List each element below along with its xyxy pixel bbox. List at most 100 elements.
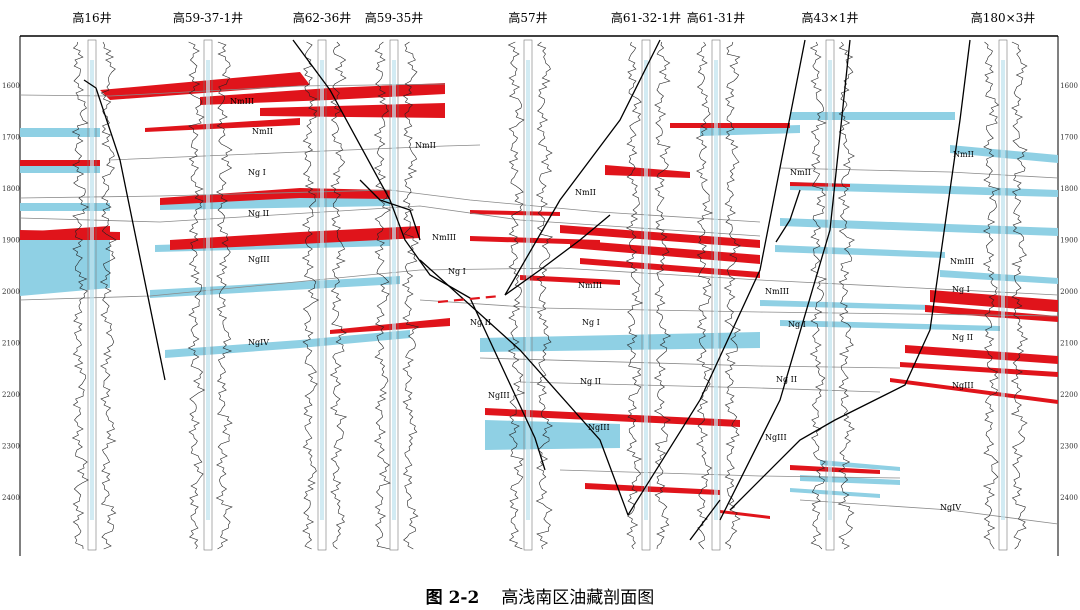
- zone-label: NgIV: [940, 503, 961, 512]
- fault-line: [292, 39, 546, 471]
- water-layer: [780, 320, 1000, 331]
- zone-label: Ng II: [952, 333, 973, 342]
- oil-layers: [20, 72, 1058, 519]
- water-layer: [820, 460, 900, 471]
- depth-tick-label: 2100: [2, 340, 20, 348]
- oil-layer: [20, 226, 110, 240]
- figure-title: 高浅南区油藏剖面图: [501, 588, 655, 608]
- water-layer: [165, 330, 410, 358]
- water-layer: [790, 182, 1058, 197]
- zone-label: NmIII: [432, 233, 456, 242]
- oil-layer: [160, 188, 390, 205]
- correlation-line: [519, 381, 881, 393]
- oil-layer: [260, 103, 445, 118]
- well-log-column: [373, 39, 420, 551]
- fault-line: [504, 39, 661, 296]
- water-layer: [480, 332, 760, 352]
- depth-tick-label: 1800: [1060, 185, 1078, 193]
- water-layer: [790, 112, 955, 120]
- log-curve: [373, 41, 391, 550]
- well-name: 高57井: [508, 11, 548, 25]
- well-name: 高16井: [72, 11, 112, 25]
- well-name: 高61-32-1井: [610, 11, 682, 25]
- interpretation-strip: [828, 60, 832, 520]
- zone-label: Ng I: [248, 168, 266, 177]
- well-bore: [825, 39, 835, 551]
- depth-tick-label: 1900: [2, 237, 20, 245]
- zone-label: NgIII: [588, 423, 610, 432]
- zone-label: Ng II: [470, 318, 491, 327]
- oil-layer: [100, 72, 310, 100]
- well-log-column: [187, 39, 233, 551]
- oil-layer: [560, 225, 760, 248]
- fault-line: [729, 39, 971, 511]
- log-curve: [401, 41, 420, 550]
- well-name: 高180×3井: [970, 11, 1036, 25]
- oil-layer: [570, 240, 760, 264]
- well-bore: [317, 39, 327, 551]
- interpretation-strip: [526, 60, 530, 520]
- log-curve: [982, 41, 1001, 550]
- depth-tick-label: 2300: [1060, 443, 1078, 451]
- depth-tick-label: 2000: [1060, 288, 1078, 296]
- zone-label: NmII: [415, 141, 436, 150]
- zone-label: NmIII: [765, 287, 789, 296]
- log-curve: [535, 41, 554, 550]
- interpretation-strip: [714, 60, 718, 520]
- fault-line: [419, 259, 629, 516]
- water-layer: [800, 475, 900, 485]
- oil-layer: [925, 305, 1058, 322]
- zone-label: NmII: [575, 188, 596, 197]
- well-name: 高59-35井: [364, 11, 424, 25]
- zone-label: NmIII: [230, 97, 254, 106]
- oil-layer: [670, 123, 790, 128]
- log-curve: [301, 41, 320, 550]
- log-curve: [507, 41, 526, 550]
- well-log-column: [695, 39, 741, 551]
- oil-layer: [930, 290, 1058, 312]
- fault-line: [83, 79, 166, 381]
- correlation-line: [19, 205, 761, 237]
- well-log-column: [982, 39, 1029, 551]
- log-curve: [187, 41, 206, 550]
- log-curve: [695, 41, 714, 550]
- well-bore: [389, 39, 399, 551]
- interpretation-strip: [644, 60, 648, 520]
- zone-label: Ng II: [580, 377, 601, 386]
- fault-line: [775, 189, 801, 243]
- correlation-lines: [19, 83, 1059, 525]
- well-name: 高62-36井: [292, 11, 352, 25]
- oil-layer: [520, 275, 620, 285]
- well-bore: [523, 39, 533, 551]
- log-curve: [809, 41, 828, 550]
- depth-tick-label: 1600: [2, 82, 20, 90]
- zone-label: NgIV: [248, 338, 269, 347]
- zone-label: NmII: [953, 150, 974, 159]
- oil-layer: [485, 408, 740, 427]
- zone-label: NmII: [252, 127, 273, 136]
- water-layer: [20, 165, 100, 173]
- oil-layer: [585, 483, 720, 495]
- oil-layer: [905, 345, 1058, 364]
- reservoir-cross-section: NmIII NmII NmII Ng I Ng II NgIII NgIV Nm…: [2, 35, 1078, 556]
- water-layer: [775, 245, 945, 258]
- well-name: 高43×1井: [801, 11, 859, 25]
- water-layer: [20, 203, 110, 211]
- water-layer: [780, 218, 1058, 236]
- zone-label: NmIII: [950, 257, 974, 266]
- depth-tick-label: 1700: [1060, 134, 1078, 142]
- correlation-line: [559, 469, 901, 479]
- correlation-line: [109, 144, 481, 161]
- depth-tick-label: 2300: [2, 443, 20, 451]
- well-logs: [71, 39, 1029, 551]
- oil-layer: [170, 226, 420, 250]
- depth-tick-label: 2400: [1060, 494, 1078, 502]
- cross-section-figure: NmIII NmII NmII Ng I Ng II NgIII NgIV Nm…: [2, 11, 1078, 556]
- depth-tick-label: 2000: [2, 288, 20, 296]
- depth-tick-label: 1600: [1060, 82, 1078, 90]
- oil-layer: [145, 118, 300, 132]
- oil-layer: [890, 378, 1058, 404]
- water-layer: [150, 276, 400, 298]
